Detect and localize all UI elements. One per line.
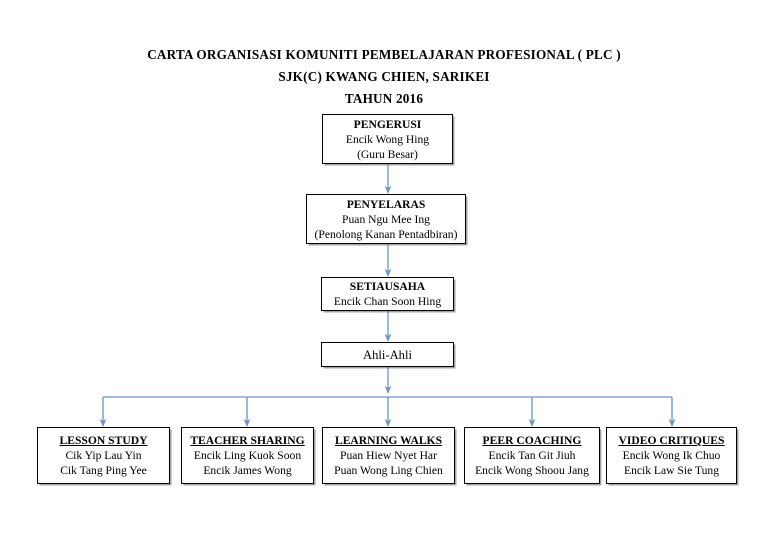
node-penyelaras-person-1: Puan Ngu Mee Ing: [342, 212, 430, 226]
title-line-2: SJK(C) KWANG CHIEN, SARIKEI: [278, 69, 490, 84]
title-line-3: TAHUN 2016: [344, 91, 424, 106]
node-video-critiques-person-1: Encik Wong Ik Chuo: [622, 449, 721, 462]
node-teacher-sharing-role: TEACHER SHARING: [190, 434, 305, 447]
node-setiausaha: SETIAUSAHA Encik Chan Soon Hing: [321, 277, 454, 311]
node-video-critiques: VIDEO CRITIQUES Encik Wong Ik Chuo Encik…: [606, 427, 737, 484]
node-lesson-study-person-2: Cik Tang Ping Yee: [60, 464, 147, 477]
node-ahli-ahli-label: Ahli-Ahli: [363, 347, 412, 362]
node-lesson-study-person-1: Cik Yip Lau Yin: [65, 449, 142, 462]
node-penyelaras: PENYELARAS Puan Ngu Mee Ing (Penolong Ka…: [306, 194, 466, 244]
node-teacher-sharing: TEACHER SHARING Encik Ling Kuok Soon Enc…: [181, 427, 314, 484]
node-peer-coaching-person-2: Encik Wong Shoou Jang: [475, 464, 589, 477]
node-lesson-study: LESSON STUDY Cik Yip Lau Yin Cik Tang Pi…: [37, 427, 170, 484]
node-peer-coaching: PEER COACHING Encik Tan Git Jiuh Encik W…: [464, 427, 600, 484]
node-setiausaha-person-1: Encik Chan Soon Hing: [333, 295, 442, 308]
node-teacher-sharing-person-1: Encik Ling Kuok Soon: [193, 449, 302, 462]
chart-title: CARTA ORGANISASI KOMUNITI PEMBELAJARAN P…: [0, 44, 768, 110]
node-penyelaras-person-2: (Penolong Kanan Pentadbiran): [314, 227, 458, 241]
node-learning-walks-role: LEARNING WALKS: [334, 434, 443, 447]
node-pengerusi-role: PENGERUSI: [353, 117, 422, 131]
node-lesson-study-role: LESSON STUDY: [59, 434, 148, 447]
node-peer-coaching-person-1: Encik Tan Git Jiuh: [488, 449, 576, 462]
node-learning-walks: LEARNING WALKS Puan Hiew Nyet Har Puan W…: [322, 427, 455, 484]
node-teacher-sharing-person-2: Encik James Wong: [203, 464, 292, 477]
node-learning-walks-person-1: Puan Hiew Nyet Har: [340, 449, 437, 462]
node-pengerusi-person-2: (Guru Besar): [357, 147, 418, 161]
node-learning-walks-person-2: Puan Wong Ling Chien: [334, 464, 443, 477]
title-line-1: CARTA ORGANISASI KOMUNITI PEMBELAJARAN P…: [147, 47, 621, 62]
node-video-critiques-person-2: Encik Law Sie Tung: [623, 464, 719, 477]
node-pengerusi: PENGERUSI Encik Wong Hing (Guru Besar): [322, 114, 453, 164]
node-video-critiques-role: VIDEO CRITIQUES: [618, 434, 725, 447]
node-pengerusi-person-1: Encik Wong Hing: [345, 132, 430, 146]
node-ahli-ahli: Ahli-Ahli: [321, 342, 454, 367]
node-peer-coaching-role: PEER COACHING: [482, 434, 582, 447]
node-setiausaha-role: SETIAUSAHA: [349, 280, 426, 293]
node-penyelaras-role: PENYELARAS: [346, 197, 426, 211]
